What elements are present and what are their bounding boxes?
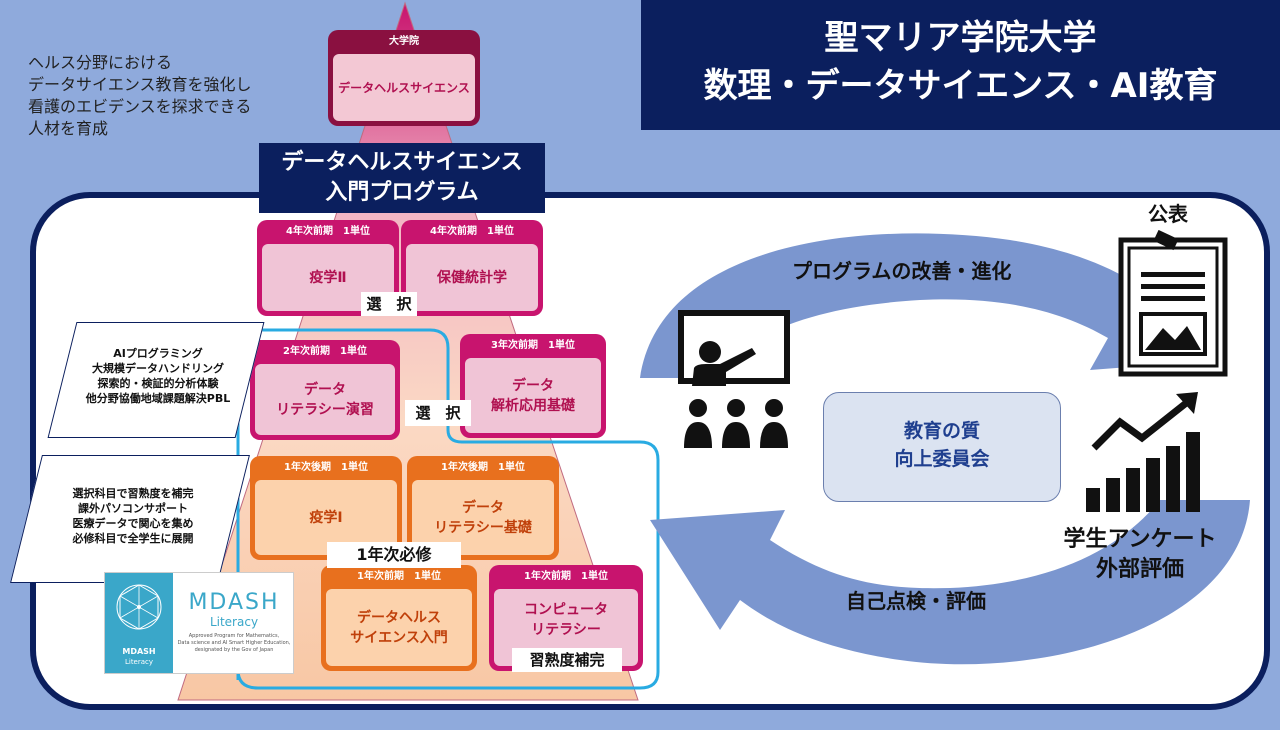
committee-line: 向上委員会 <box>894 448 990 470</box>
skills-note-text: AIプログラミング 大規模データハンドリング 探索的・検証的分析体験 他分野協働… <box>60 346 256 406</box>
course-term: 3年次前期 1単位 <box>491 340 575 351</box>
mdash-subtitle: Literacy <box>209 615 259 629</box>
survey-label: 学生アンケート 外部評価 <box>1050 525 1230 585</box>
mdash-desc-line: Approved Program for Mathematics, <box>188 633 280 639</box>
program-banner-line: 入門プログラム <box>325 180 479 205</box>
mdash-desc-line: designated by the Gov of Japan <box>194 647 274 653</box>
intro-line: データサイエンス教育を強化し <box>28 75 252 94</box>
mdash-badge: MDASH Literacy <box>105 573 173 673</box>
intro-line: ヘルス分野における <box>28 53 173 72</box>
course-card: 1年次後期 1単位 データ リテラシー基礎 <box>407 456 559 560</box>
rising-chart-icon <box>1086 392 1200 512</box>
course-name: データ リテラシー基礎 <box>412 480 554 555</box>
document-icon <box>1118 230 1228 377</box>
note-line: 大規模データハンドリング <box>92 362 224 375</box>
network-icon <box>116 584 162 630</box>
title-banner: 聖マリア学院大学 数理・データサイエンス・AI教育 <box>641 0 1280 130</box>
survey-line: 学生アンケート <box>1063 527 1217 552</box>
mdash-logo: MDASH Literacy MDASH Literacy Approved P… <box>104 572 294 674</box>
mdash-badge-subtitle: Literacy <box>124 658 154 666</box>
course-term: 1年次前期 1単位 <box>524 571 608 582</box>
graduate-course-name: データヘルスサイエンス <box>333 54 475 121</box>
note-line: 探索的・検証的分析体験 <box>97 377 219 390</box>
course-name: データ リテラシー演習 <box>255 364 395 435</box>
note-line: 他分野協働地域課題解決PBL <box>85 392 231 405</box>
cycle-bottom-label: 自己点検・評価 <box>846 589 986 613</box>
graduate-school-card: 大学院 データヘルスサイエンス <box>328 30 480 126</box>
improvement-cycle-arrows <box>640 233 1250 665</box>
graduate-label: 大学院 <box>389 36 419 47</box>
program-title: 数理・データサイエンス・AI教育 <box>703 66 1218 106</box>
course-name: データヘルス サイエンス入門 <box>326 589 472 666</box>
program-banner: データヘルスサイエンス 入門プログラム <box>259 143 545 213</box>
intro-text: ヘルス分野における データサイエンス教育を強化し 看護のエビデンスを探求できる … <box>28 52 252 140</box>
mdash-title: MDASH <box>188 590 280 615</box>
course-term: 1年次前期 1単位 <box>357 571 441 582</box>
remedial-label: 習熟度補完 <box>512 648 622 672</box>
mdash-text-block: MDASH Literacy Approved Program for Math… <box>177 591 291 654</box>
course-card: 1年次前期 1単位 データヘルス サイエンス入門 <box>321 565 477 671</box>
support-note-text: 選択科目で習熟度を補完 課外パソコンサポート 医療データで関心を集め 必修科目で… <box>30 486 236 546</box>
course-term: 2年次前期 1単位 <box>283 346 367 357</box>
elective-label: 選 択 <box>361 292 417 316</box>
mdash-badge-title: MDASH <box>122 647 156 656</box>
note-line: 必修科目で全学生に展開 <box>72 532 194 545</box>
intro-line: 人材を育成 <box>28 119 109 138</box>
course-name: データ 解析応用基礎 <box>465 358 601 433</box>
course-term: 1年次後期 1単位 <box>441 462 525 473</box>
publish-label: 公表 <box>1148 202 1188 226</box>
elective-label: 選 択 <box>405 400 471 426</box>
course-card: 3年次前期 1単位 データ 解析応用基礎 <box>460 334 606 438</box>
university-name: 聖マリア学院大学 <box>824 18 1097 58</box>
quality-committee-box: 教育の質 向上委員会 <box>823 392 1061 502</box>
classroom-icon <box>678 310 790 448</box>
required-label: 1年次必修 <box>327 542 461 568</box>
mdash-desc-line: Data science and AI Smart Higher Educati… <box>177 640 291 646</box>
program-banner-line: データヘルスサイエンス <box>281 150 523 175</box>
intro-line: 看護のエビデンスを探求できる <box>28 97 252 116</box>
course-term: 1年次後期 1単位 <box>284 462 368 473</box>
survey-line: 外部評価 <box>1095 557 1184 582</box>
course-term: 4年次前期 1単位 <box>286 226 370 237</box>
course-card: 4年次前期 1単位 保健統計学 <box>401 220 543 316</box>
course-term: 4年次前期 1単位 <box>430 226 514 237</box>
note-line: 選択科目で習熟度を補完 <box>72 487 194 500</box>
note-line: 課外パソコンサポート <box>78 502 188 515</box>
cycle-top-label: プログラムの改善・進化 <box>792 259 1012 283</box>
note-line: AIプログラミング <box>113 347 203 360</box>
note-line: 医療データで関心を集め <box>72 517 194 530</box>
course-card: 2年次前期 1単位 データ リテラシー演習 <box>250 340 400 440</box>
committee-line: 教育の質 <box>903 420 980 442</box>
course-name: 保健統計学 <box>406 244 538 311</box>
